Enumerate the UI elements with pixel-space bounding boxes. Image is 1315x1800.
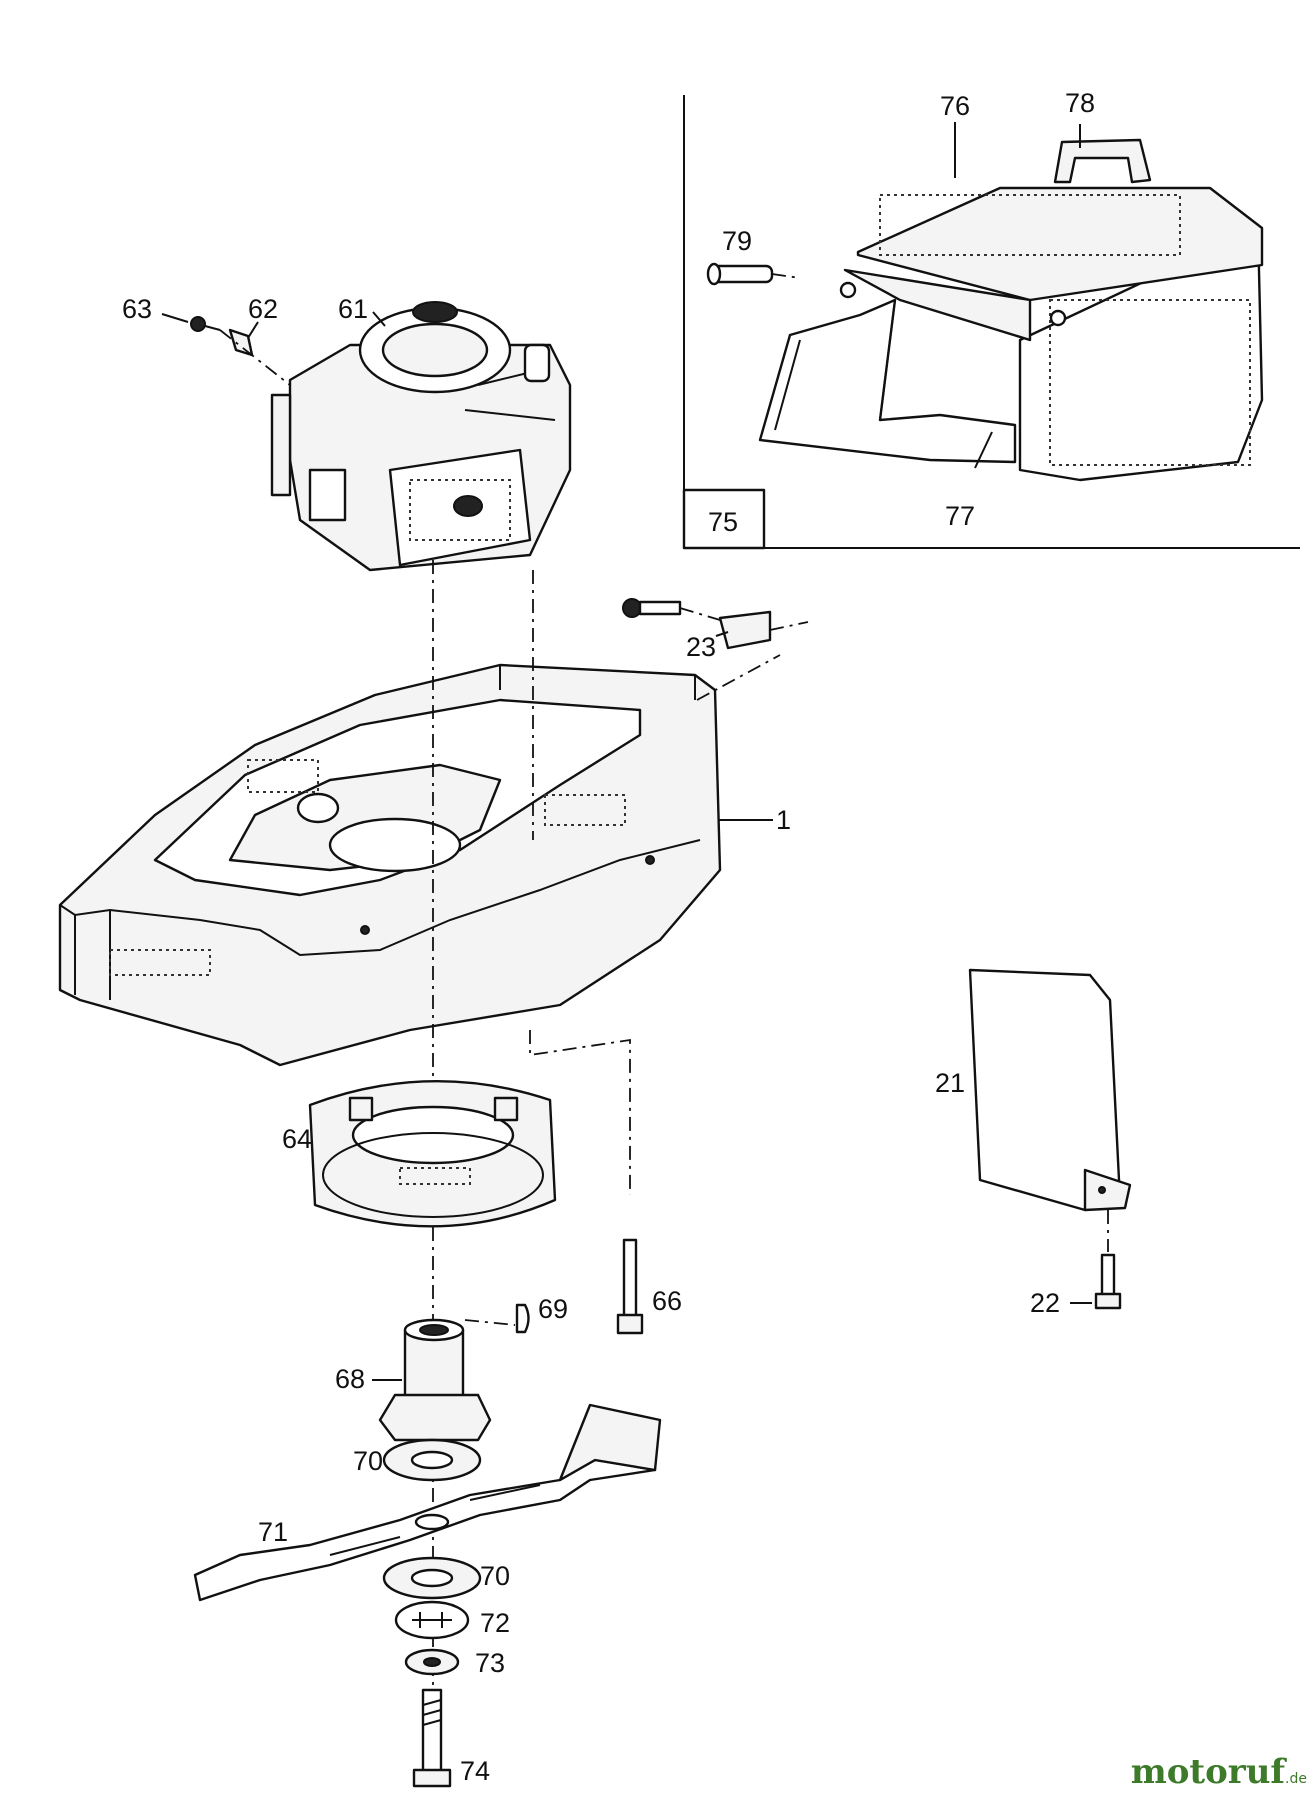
label-79: 79: [722, 226, 752, 256]
bolt-22: [1094, 1253, 1122, 1310]
engine: [270, 301, 572, 572]
catcher-handle: [1053, 138, 1152, 184]
label-78: 78: [1065, 88, 1095, 118]
grass-catcher-inset: 76 78 79 77 75: [682, 88, 1300, 550]
blade-adapter-68: [378, 1318, 492, 1442]
blade-71: [193, 1403, 662, 1602]
watermark-logo: motoruf.de: [1130, 1752, 1307, 1792]
label-64: 64: [282, 1124, 312, 1154]
label-75: 75: [708, 507, 738, 537]
label-62: 62: [248, 294, 278, 324]
grass-catcher-bag: [758, 186, 1264, 482]
label-70-top: 70: [353, 1446, 383, 1476]
label-66: 66: [652, 1286, 682, 1316]
bolt-74: [412, 1688, 452, 1788]
label-73: 73: [475, 1648, 505, 1678]
label-71: 71: [258, 1517, 288, 1547]
label-74: 74: [460, 1756, 490, 1786]
label-69: 69: [538, 1294, 568, 1324]
fan-housing-64: [308, 1080, 557, 1228]
label-61: 61: [338, 294, 368, 324]
washer-70-bottom: [382, 1556, 482, 1600]
washer-72: [394, 1600, 470, 1640]
label-22: 22: [1030, 1288, 1060, 1318]
washer-73: [404, 1648, 460, 1676]
label-72: 72: [480, 1608, 510, 1638]
label-63: 63: [122, 294, 152, 324]
washer-70-top: [382, 1438, 482, 1482]
label-1: 1: [776, 805, 791, 835]
label-68: 68: [335, 1364, 365, 1394]
mulch-plate-21: [968, 968, 1132, 1252]
label-77: 77: [945, 501, 975, 531]
label-23: 23: [686, 632, 716, 662]
bolt-66: [616, 1238, 644, 1335]
key-69: [464, 1303, 530, 1334]
catcher-pin: [706, 262, 801, 286]
bolt-bracket-23: [622, 598, 809, 650]
label-70-bottom: 70: [480, 1561, 510, 1591]
label-76: 76: [940, 91, 970, 121]
mower-deck: [58, 663, 722, 1067]
clip-62: [228, 328, 254, 357]
label-21: 21: [935, 1068, 965, 1098]
bolt-63: [190, 316, 221, 332]
